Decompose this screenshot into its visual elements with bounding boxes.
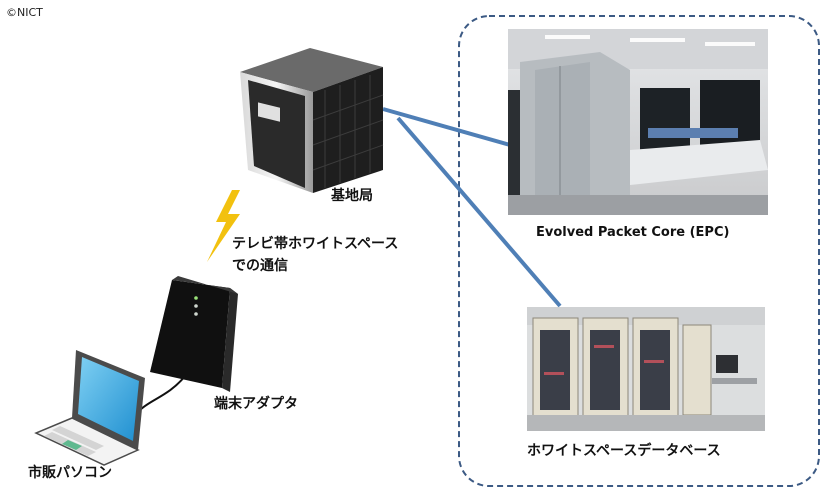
- tv-white-space-comm-label: テレビ帯ホワイトスペース での通信: [232, 233, 398, 277]
- core-network-region: [458, 15, 820, 487]
- tv-white-space-comm-label-line2: での通信: [232, 258, 288, 274]
- terminal-adapter-device-image: [139, 276, 238, 411]
- terminal-adapter-label: 端末アダプタ: [214, 396, 298, 412]
- base-station-server-image: [240, 48, 384, 193]
- epc-label: Evolved Packet Core (EPC): [536, 225, 730, 240]
- tv-white-space-comm-label-line1: テレビ帯ホワイトスペース: [232, 236, 399, 252]
- white-space-database-label: ホワイトスペースデータベース: [527, 443, 721, 459]
- epc-photo: [508, 29, 768, 215]
- base-station-label: 基地局: [331, 188, 373, 204]
- laptop-icon: [34, 350, 145, 466]
- consumer-pc-label: 市販パソコン: [28, 465, 112, 481]
- copyright-notice: ©NICT: [6, 6, 43, 19]
- link-base-to-epc: [382, 107, 511, 147]
- white-space-database-photo: [527, 307, 765, 431]
- link-base-to-database: [396, 116, 562, 308]
